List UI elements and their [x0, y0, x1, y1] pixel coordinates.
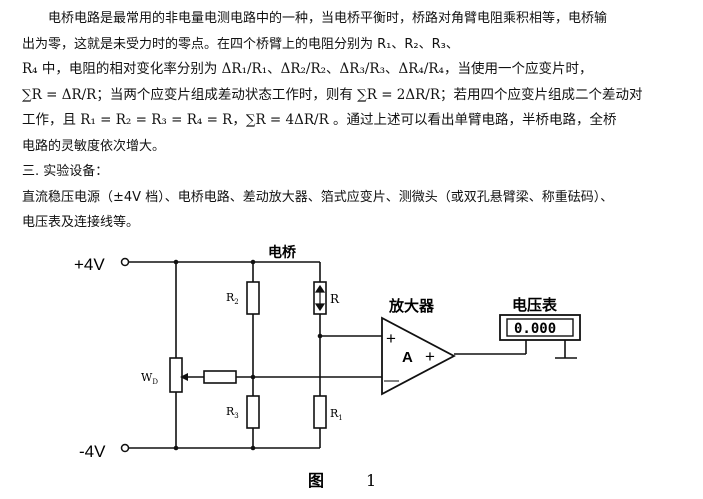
- resistor-r3: [246, 395, 260, 429]
- voltmeter-display: [506, 318, 574, 337]
- resistor-r1: [313, 395, 327, 429]
- resistor-r2: [246, 281, 260, 315]
- bridge-label: 电桥: [268, 244, 297, 261]
- figure-caption-label: 图: [308, 471, 324, 490]
- strain-arrow-icon: [314, 284, 326, 312]
- equipment-line: 直流稳压电源（±4V 档）、电桥电路、差动放大器、箔式应变片、测微头（或双孔悬臂…: [22, 189, 614, 205]
- amp-minus-in: —: [384, 372, 399, 389]
- amp-plus-in: +: [386, 329, 396, 348]
- equipment-line: 电压表及连接线等。: [22, 215, 140, 230]
- amplifier-triangle: [381, 316, 456, 396]
- plus-supply-label: +4V: [74, 255, 105, 274]
- r2-label: R2: [226, 291, 239, 306]
- junction-dot: [173, 445, 179, 451]
- wiper-resistor: [203, 370, 237, 384]
- junction-dot: [250, 259, 256, 265]
- minus-supply-label: -4V: [79, 442, 106, 461]
- pot-label: WD: [141, 371, 158, 386]
- paragraph-line: ∑R = ΔR/R；当两个应变片组成差动状态工作时，则有 ∑R = 2ΔR/R；…: [22, 86, 643, 103]
- paragraph-line: R₄ 中，电阻的相对变化率分别为 ΔR₁/R₁、ΔR₂/R₂、ΔR₃/R₃、ΔR…: [22, 61, 593, 77]
- r3-label: R3: [226, 405, 239, 420]
- paragraph-line: 出为零，这就是未受力时的零点。在四个桥臂上的电阻分别为 R₁、R₂、R₃、: [22, 36, 459, 52]
- paragraph-line: 电路的灵敏度依次增大。: [22, 138, 166, 154]
- junction-dot: [250, 445, 256, 451]
- r1-label: R1: [330, 407, 343, 422]
- junction-dot: [317, 333, 323, 339]
- junction-dot: [250, 374, 256, 380]
- r-label: R: [330, 292, 340, 306]
- section-heading: 三. 实验设备：: [22, 164, 109, 179]
- plus-terminal: [120, 257, 130, 267]
- text-body: 电桥电路是最常用的非电量电测电路中的一种，当电桥平衡时，桥路对角臂电阻乘积相等，…: [22, 6, 692, 236]
- wiper-arrow-icon: [180, 373, 188, 381]
- figure-caption-number: 1: [366, 471, 376, 490]
- paragraph-line: 电桥电路是最常用的非电量电测电路中的一种，当电桥平衡时，桥路对角臂电阻乘积相等，…: [48, 11, 608, 26]
- potentiometer-wd: [169, 357, 183, 393]
- meter-title: 电压表: [512, 296, 558, 314]
- minus-terminal: [120, 443, 130, 453]
- meter-reading: 0.000: [514, 321, 556, 337]
- amp-title: 放大器: [388, 297, 435, 315]
- amp-letter: A: [402, 349, 413, 366]
- amp-plus-right: +: [425, 347, 435, 366]
- junction-dot: [173, 259, 179, 265]
- paragraph-line: 工作，且 R₁ = R₂ = R₃ = R₄ = R，∑R = 4ΔR/R 。通…: [22, 112, 617, 128]
